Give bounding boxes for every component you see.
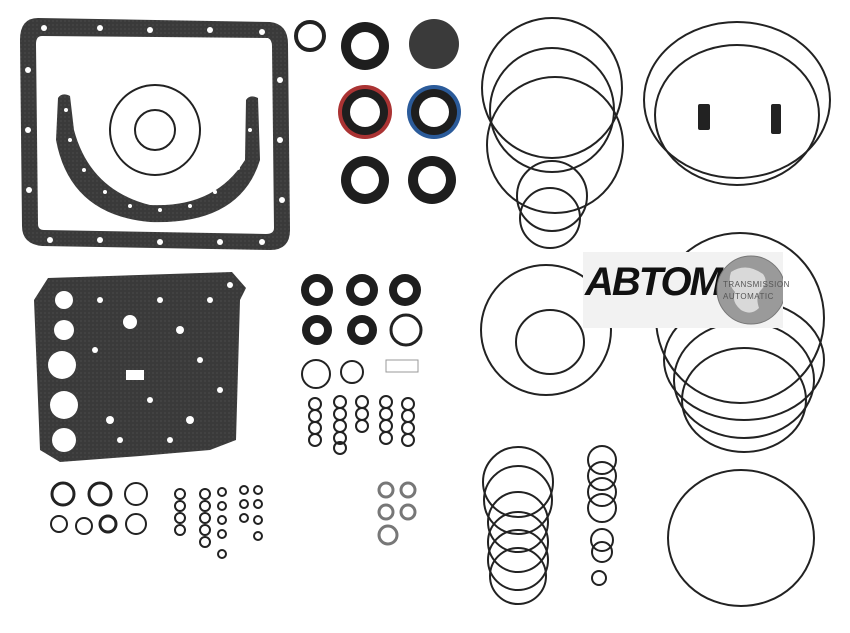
logo-subtitle-2: AUTOMATIC <box>723 292 774 301</box>
curved-gasket <box>56 94 260 223</box>
small-orings-stacks <box>308 395 415 455</box>
large-orings-top <box>481 17 831 249</box>
large-oring-bottom <box>667 469 815 607</box>
globe-icon <box>716 255 783 325</box>
mid-small-orings <box>377 481 417 546</box>
brand-logo: ABTOMAT TRANSMISSION AUTOMATIC <box>583 252 789 328</box>
valve-body-gasket <box>34 272 246 462</box>
valve-clips <box>698 104 781 134</box>
lip-seals-group <box>294 19 461 204</box>
pan-orings <box>109 84 201 176</box>
sealing-ring-stack <box>482 445 617 605</box>
logo-subtitle-1: TRANSMISSION <box>723 280 790 289</box>
oil-pan-gasket <box>20 18 290 250</box>
bottom-left-orings <box>50 481 263 559</box>
small-seals-grid <box>301 274 423 389</box>
